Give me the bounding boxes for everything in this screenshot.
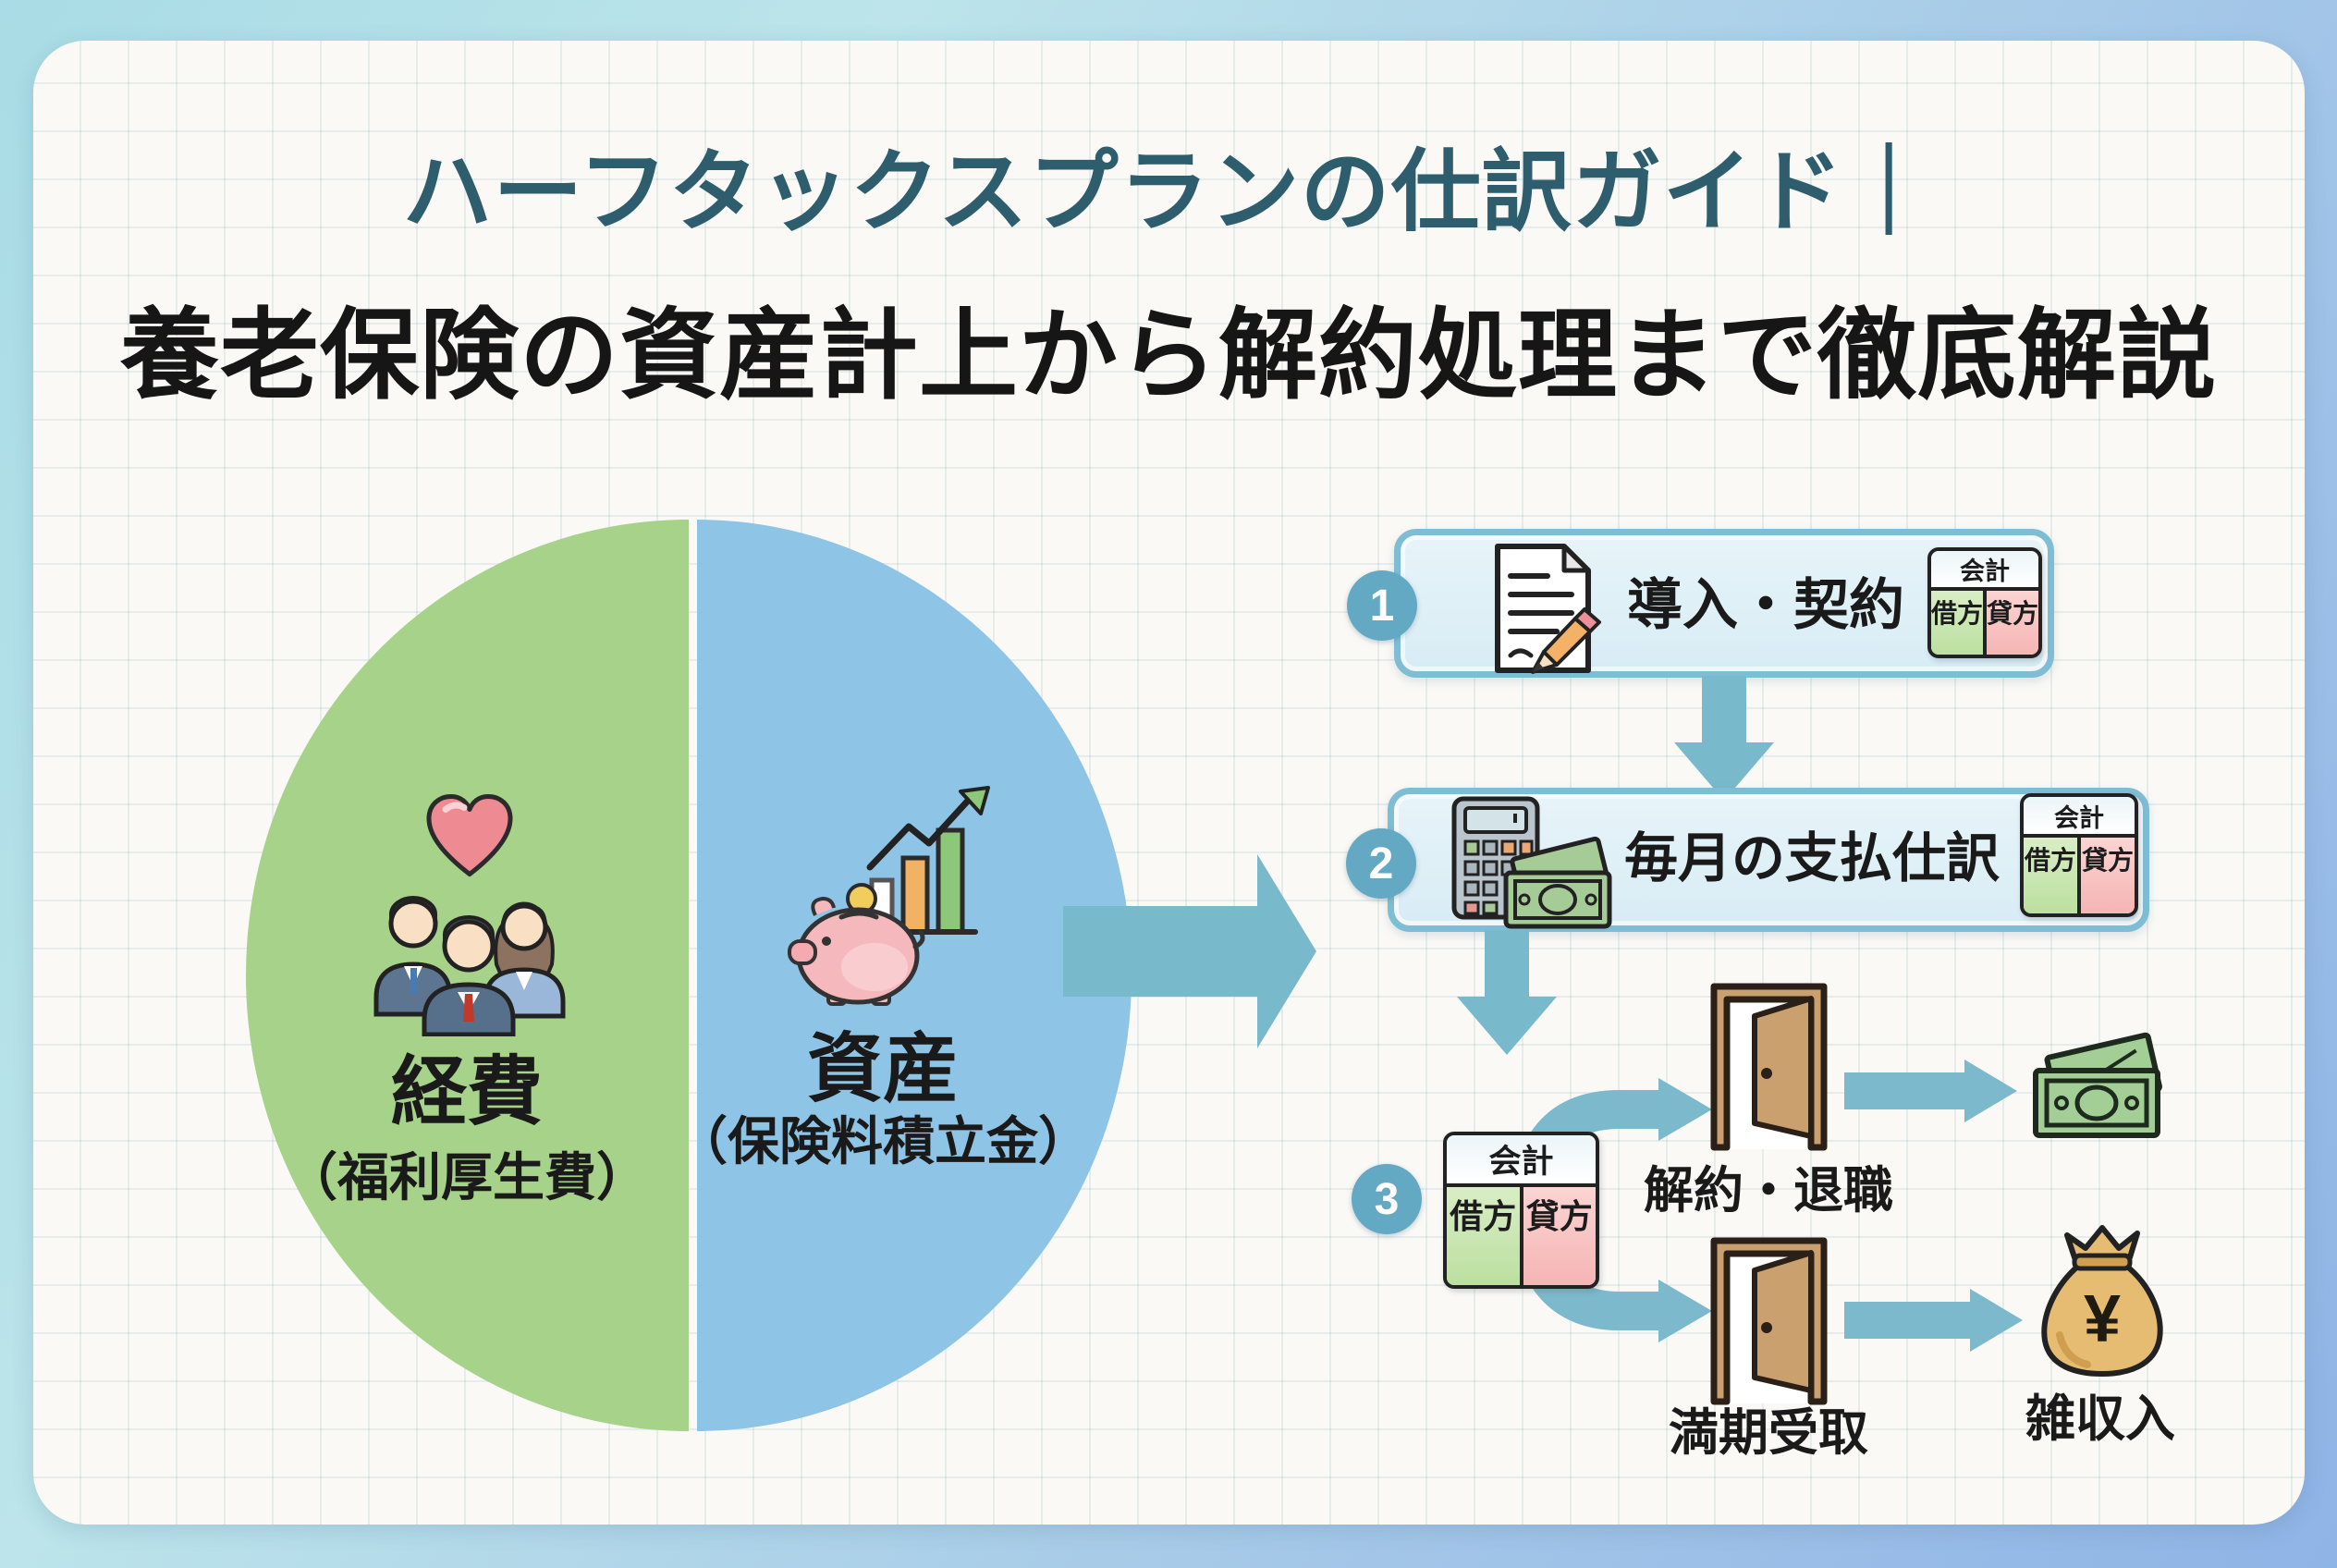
heart-icon — [423, 791, 516, 882]
expense-label: 経費 — [390, 1050, 543, 1134]
step1-badge: 1 — [1347, 570, 1417, 641]
step3-number: 3 — [1374, 1174, 1400, 1224]
journal-header: 会計 — [1447, 1135, 1596, 1187]
yen-symbol: ¥ — [2083, 1282, 2122, 1356]
step2-number: 2 — [1368, 839, 1394, 888]
page-title: ハーフタックスプランの仕訳ガイド｜ — [402, 141, 1935, 242]
cancel-label: 解約・退職 — [1644, 1163, 1893, 1219]
step3-badge: 3 — [1352, 1164, 1422, 1234]
money-bag-icon — [2034, 1220, 2171, 1379]
arrow-step1-step2 — [1669, 676, 1780, 802]
journal-header: 会計 — [2024, 797, 2135, 839]
expense-sublabel: （福利厚生費） — [286, 1148, 648, 1207]
employees-icon — [356, 872, 582, 1036]
journal-credit-cell: 貸方 — [2081, 838, 2135, 913]
calculator-money-icon — [1447, 795, 1622, 932]
journal-header: 会計 — [1931, 551, 2038, 591]
step1-number: 1 — [1369, 581, 1395, 631]
maturity-label: 満期受取 — [1669, 1405, 1868, 1461]
step2-label: 毎月の支払仕訳 — [1623, 828, 2000, 888]
door-cancel-icon — [1710, 983, 1828, 1151]
contract-document-icon — [1479, 539, 1607, 678]
misc-income-label: 雑収入 — [2025, 1391, 2175, 1447]
asset-sublabel: （保険料積立金） — [676, 1112, 1090, 1170]
page-subtitle: 養老保険の資産計上から解約処理まで徹底解説 — [119, 300, 2217, 410]
piggy-bank-icon — [784, 880, 930, 1010]
step1-label: 導入・契約 — [1627, 574, 1904, 636]
door-maturity-icon — [1710, 1237, 1828, 1405]
journal-credit-cell: 貸方 — [1523, 1186, 1596, 1285]
step3-journal-table: 会計 借方 貸方 — [1443, 1132, 1599, 1289]
journal-credit-cell: 貸方 — [1987, 591, 2038, 655]
journal-debit-cell: 借方 — [2024, 838, 2081, 913]
main-flow-arrow — [1063, 854, 1316, 1048]
step2-journal-table: 会計 借方 貸方 — [2020, 793, 2138, 917]
banknotes-icon — [2030, 1023, 2167, 1141]
step1-journal-table: 会計 借方 貸方 — [1927, 547, 2042, 658]
asset-label: 資産 — [806, 1027, 959, 1111]
step2-badge: 2 — [1346, 828, 1416, 899]
journal-debit-cell: 借方 — [1447, 1186, 1523, 1285]
arrow-step2-step3 — [1451, 930, 1562, 1056]
journal-debit-cell: 借方 — [1931, 591, 1987, 655]
